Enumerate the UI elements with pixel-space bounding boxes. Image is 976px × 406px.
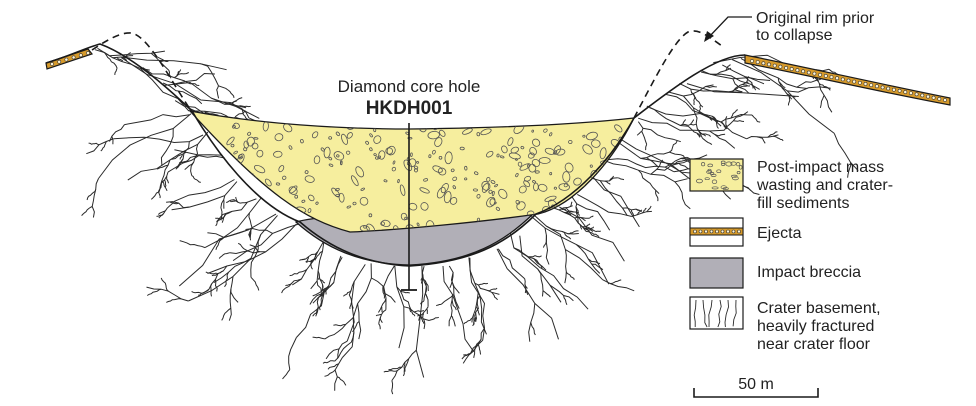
annotation-arrowhead [704, 31, 714, 42]
crater-profile [45, 43, 746, 267]
legend-fill-line-3: fill sediments [757, 195, 849, 212]
scale-bar-label: 50 m [738, 376, 774, 393]
legend-ejecta-clasts [693, 229, 741, 234]
legend-basement-line-2: heavily fractured [757, 318, 874, 335]
legend-swatch-basement [689, 296, 744, 330]
legend-ejecta-label: Ejecta [757, 225, 802, 242]
annotation-leader [707, 16, 752, 39]
legend-basement-line-1: Crater basement, [757, 300, 881, 317]
legend-fill-line-1: Post-impact mass [757, 159, 884, 176]
legend-basement-line-3: near crater floor [757, 336, 871, 353]
core-hole-id: HKDH001 [366, 98, 453, 119]
original-rim-right [633, 30, 723, 119]
legend-breccia-label: Impact breccia [757, 264, 861, 281]
basement-fractures [81, 47, 859, 395]
legend-pebbles [695, 160, 743, 190]
legend-fill-line-2: wasting and crater- [756, 177, 893, 194]
core-hole-caption: Diamond core hole [338, 77, 481, 96]
legend-fractures [693, 299, 737, 328]
ejecta-layer-left [45, 48, 94, 70]
legend-swatch-breccia [689, 257, 744, 289]
legend: Post-impact mass wasting and crater- fil… [689, 158, 893, 353]
annotation-line-2: to collapse [756, 27, 833, 44]
scale-bar: 50 m [693, 376, 819, 398]
ejecta-clasts [50, 51, 947, 102]
original-rim-left [91, 32, 193, 113]
annotation-line-1: Original rim prior [756, 10, 875, 27]
